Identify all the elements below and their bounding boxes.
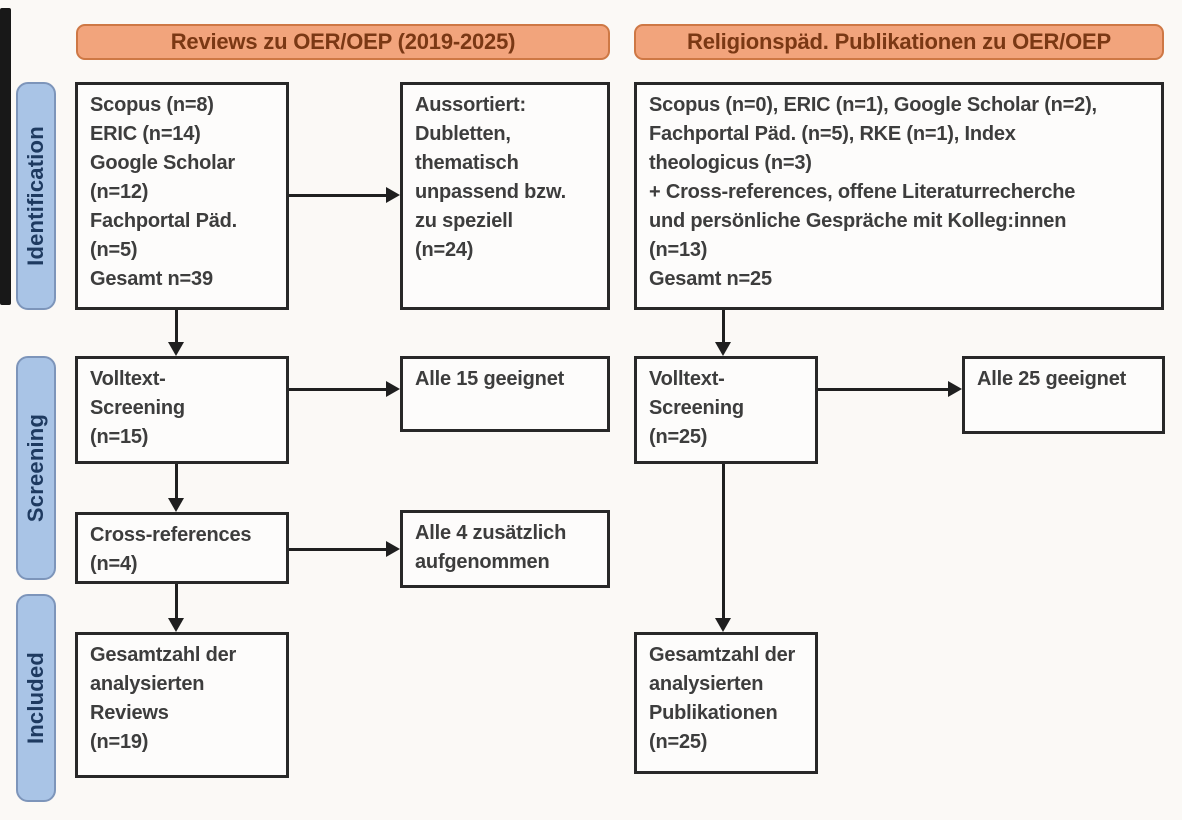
box-left-included-total: Gesamtzahl der analysierten Reviews (n=1… — [75, 632, 289, 778]
box-left-fulltext-result: Alle 15 geeignet — [400, 356, 610, 432]
column-header-religionspaed-label: Religionspäd. Publikationen zu OER/OEP — [687, 29, 1111, 54]
box-left-crossref-result-text: Alle 4 zusätzlich aufgenommen — [415, 522, 567, 573]
box-left-fulltext-screening: Volltext- Screening (n=15) — [75, 356, 289, 464]
box-left-excluded: Aussortiert: Dubletten, thematisch unpas… — [400, 82, 610, 310]
phase-label-screening-text: Screening — [23, 413, 49, 523]
phase-label-identification-text: Identification — [23, 126, 49, 266]
arrow-line — [289, 388, 386, 391]
arrow-head-icon — [715, 618, 731, 632]
box-left-fulltext-result-text: Alle 15 geeignet — [415, 368, 565, 390]
box-left-fulltext-screening-text: Volltext- Screening (n=15) — [90, 368, 185, 448]
arrow-line — [289, 548, 386, 551]
phase-label-included: Included — [16, 594, 56, 802]
scan-artifact-left-edge — [0, 8, 11, 305]
arrow-head-icon — [948, 381, 962, 397]
arrow-line — [175, 310, 178, 342]
box-left-included-total-text: Gesamtzahl der analysierten Reviews (n=1… — [90, 644, 237, 753]
arrow-head-icon — [168, 618, 184, 632]
box-left-identification-text: Scopus (n=8) ERIC (n=14) Google Scholar … — [90, 94, 238, 290]
phase-label-screening: Screening — [16, 356, 56, 580]
column-header-reviews: Reviews zu OER/OEP (2019-2025) — [76, 24, 610, 60]
box-right-identification: Scopus (n=0), ERIC (n=1), Google Scholar… — [634, 82, 1164, 310]
box-left-crossreferences: Cross-references (n=4) — [75, 512, 289, 584]
box-right-included-total: Gesamtzahl der analysierten Publikatione… — [634, 632, 818, 774]
box-left-crossreferences-text: Cross-references (n=4) — [90, 524, 252, 575]
arrow-line — [722, 310, 725, 342]
arrow-line — [722, 464, 725, 618]
phase-label-identification: Identification — [16, 82, 56, 310]
arrow-head-icon — [715, 342, 731, 356]
arrow-line — [818, 388, 948, 391]
arrow-line — [289, 194, 386, 197]
arrow-head-icon — [386, 381, 400, 397]
box-right-included-total-text: Gesamtzahl der analysierten Publikatione… — [649, 644, 796, 753]
column-header-religionspaed: Religionspäd. Publikationen zu OER/OEP — [634, 24, 1164, 60]
arrow-head-icon — [386, 187, 400, 203]
box-left-identification: Scopus (n=8) ERIC (n=14) Google Scholar … — [75, 82, 289, 310]
box-left-crossref-result: Alle 4 zusätzlich aufgenommen — [400, 510, 610, 588]
box-right-identification-text: Scopus (n=0), ERIC (n=1), Google Scholar… — [649, 94, 1097, 290]
box-right-fulltext-result: Alle 25 geeignet — [962, 356, 1165, 434]
phase-label-included-text: Included — [23, 651, 48, 745]
box-right-fulltext-screening: Volltext- Screening (n=25) — [634, 356, 818, 464]
arrow-line — [175, 584, 178, 618]
box-right-fulltext-result-text: Alle 25 geeignet — [977, 368, 1127, 390]
box-left-excluded-text: Aussortiert: Dubletten, thematisch unpas… — [415, 94, 566, 261]
arrow-head-icon — [168, 498, 184, 512]
box-right-fulltext-screening-text: Volltext- Screening (n=25) — [649, 368, 744, 448]
arrow-head-icon — [386, 541, 400, 557]
arrow-line — [175, 464, 178, 498]
column-header-reviews-label: Reviews zu OER/OEP (2019-2025) — [170, 29, 516, 54]
arrow-head-icon — [168, 342, 184, 356]
